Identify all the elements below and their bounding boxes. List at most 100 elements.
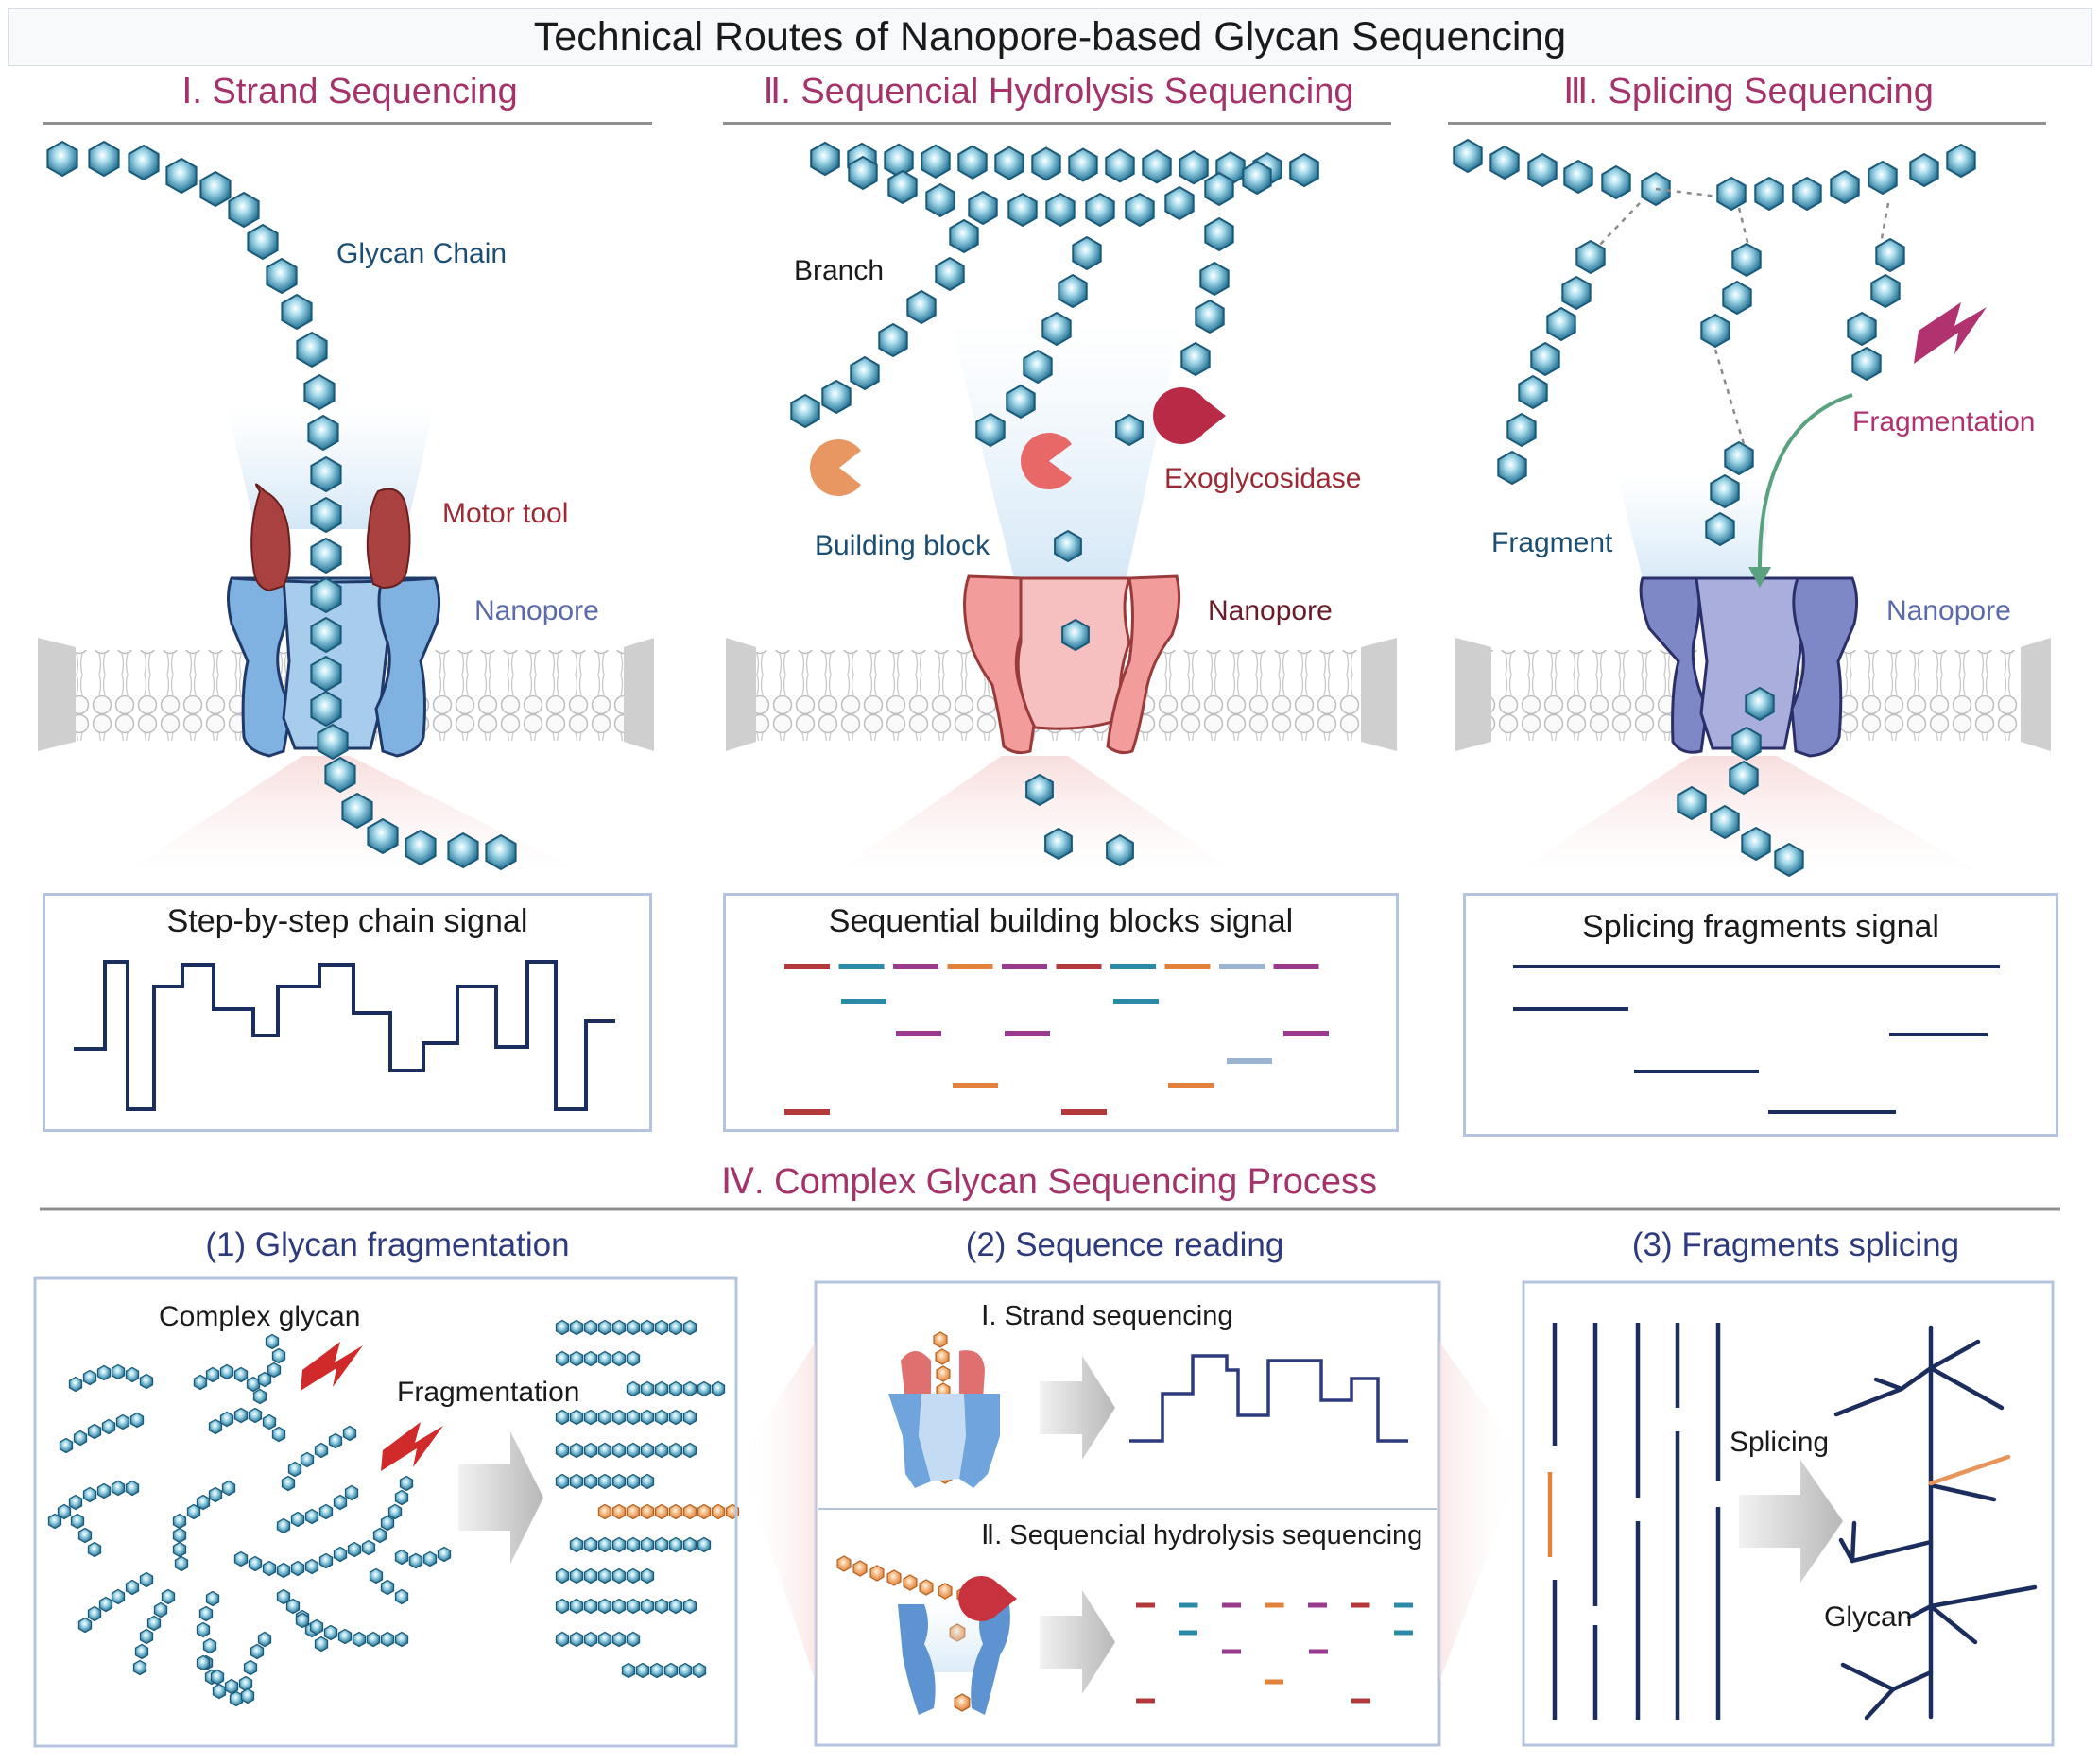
hexagon-sugar-icon [611, 1536, 627, 1553]
hexagon-sugar-icon [1946, 143, 1976, 179]
hexagon-sugar-icon [205, 1590, 220, 1607]
hexagon-sugar-icon [309, 1618, 324, 1636]
hexagon-sugar-icon [276, 1588, 291, 1605]
hexagon-sugar-icon [186, 1503, 201, 1520]
hexagon-sugar-icon [1115, 413, 1144, 447]
hexagon-sugar-icon [1180, 341, 1211, 377]
hexagon-sugar-icon [626, 1567, 641, 1584]
hexagon-sugar-icon [125, 1579, 140, 1596]
hexagon-sugar-icon [281, 1475, 296, 1492]
hexagon-sugar-icon [1868, 160, 1898, 196]
hexagon-sugar-icon [569, 1473, 584, 1490]
hexagon-sugar-icon [569, 1442, 584, 1459]
hexagon-sugar-icon [1045, 192, 1076, 228]
hexagon-sugar-icon [611, 1567, 627, 1584]
hexagon-sugar-icon [96, 1364, 112, 1381]
hexagon-sugar-icon [73, 1430, 88, 1447]
hexagon-sugar-icon [82, 1486, 97, 1503]
section-3-title: Ⅲ. Splicing Sequencing [1563, 72, 1934, 111]
hexagon-sugar-icon [583, 1567, 598, 1584]
hexagon-sugar-icon [87, 1541, 102, 1558]
hexagon-sugar-icon [1741, 826, 1771, 862]
hexagon-sugar-icon [101, 1418, 116, 1435]
hexagon-sugar-icon [1774, 842, 1804, 878]
hexagon-sugar-icon [199, 170, 232, 208]
section-3-rule [1448, 122, 2046, 125]
hexagon-sugar-icon [266, 257, 298, 295]
hexagon-sugar-icon [205, 1366, 220, 1383]
hexagon-sugar-icon [394, 1588, 409, 1605]
glycan-chain-label: Glycan Chain [336, 238, 508, 269]
hexagon-sugar-icon [949, 218, 979, 254]
hexagon-sugar-icon [697, 1536, 712, 1553]
hexagon-sugar-icon [654, 1380, 669, 1397]
hexagon-sugar-icon [850, 355, 880, 391]
hexagon-sugar-icon [1006, 384, 1036, 420]
hexagon-sugar-icon [597, 1598, 612, 1615]
branch-label: Branch [794, 255, 885, 286]
hexagon-sugar-icon [96, 1482, 112, 1499]
nanopore-3 [1639, 576, 1859, 758]
hexagon-sugar-icon [925, 182, 955, 218]
hexagon-sugar-icon [276, 1562, 291, 1579]
hexagon-sugar-icon [303, 373, 336, 411]
hexagon-sugar-icon [125, 1480, 140, 1497]
hexagon-sugar-icon [202, 1637, 217, 1654]
hexagon-sugar-icon [569, 1319, 584, 1336]
hexagon-sugar-icon [848, 155, 878, 191]
hexagon-sugar-icon [47, 1513, 62, 1530]
hexagon-sugar-icon [1530, 341, 1560, 377]
hexagon-sugar-icon [422, 1550, 438, 1567]
hexagon-sugar-icon [1054, 529, 1082, 563]
hexagon-sugar-icon [597, 1473, 612, 1490]
step-1-title: (1) Glycan fragmentation [205, 1226, 570, 1263]
hexagon-sugar-icon [555, 1409, 570, 1426]
nanopore-1 [227, 483, 441, 758]
hexagon-sugar-icon [836, 1555, 852, 1572]
step-2-title: (2) Sequence reading [965, 1226, 1284, 1263]
hexagon-sugar-icon [139, 1628, 154, 1645]
hexagon-sugar-icon [87, 1605, 102, 1622]
hexagon-sugar-icon [597, 1536, 612, 1553]
hexagon-sugar-icon [569, 1567, 584, 1584]
hexagon-sugar-icon [597, 1631, 612, 1648]
hexagon-sugar-icon [968, 190, 998, 226]
signal-box-2: Sequential building blocks signal [723, 893, 1399, 1132]
hexagon-sugar-icon [640, 1380, 655, 1397]
hexagon-sugar-icon [821, 379, 852, 415]
hexagon-sugar-icon [139, 1571, 154, 1588]
lightning-icon [381, 1422, 443, 1471]
hexagon-sugar-icon [333, 1494, 348, 1511]
step-3-title: (3) Fragments splicing [1631, 1226, 1960, 1263]
hexagon-sugar-icon [252, 1388, 267, 1405]
process-arrow-icon [1757, 393, 1853, 573]
hexagon-sugar-icon [369, 1567, 384, 1584]
hexagon-sugar-icon [310, 690, 342, 728]
hexagon-sugar-icon [640, 1567, 655, 1584]
hexagon-sugar-icon [196, 1621, 211, 1638]
hexagon-sugar-icon [172, 1541, 187, 1558]
hexagon-sugar-icon [437, 1546, 452, 1563]
hexagon-sugar-icon [611, 1473, 627, 1490]
hexagon-sugar-icon [318, 1503, 334, 1520]
hexagon-sugar-icon [957, 145, 988, 180]
hexagon-sugar-icon [310, 496, 342, 534]
hexagon-sugar-icon [111, 1588, 126, 1605]
hexagon-sugar-icon [447, 831, 479, 869]
hexagon-sugar-icon [935, 1348, 950, 1365]
hexagon-sugar-icon [626, 1442, 641, 1459]
glycan-label: Glycan [1824, 1601, 1913, 1633]
hexagon-sugar-icon [1058, 273, 1088, 309]
hexagon-sugar-icon [246, 1376, 261, 1393]
hexagon-sugar-icon [146, 1615, 162, 1632]
hexagon-sugar-icon [111, 1480, 126, 1497]
section-2-rule [723, 122, 1391, 125]
hexagon-sugar-icon [367, 817, 399, 855]
hexagon-sugar-icon [597, 1442, 612, 1459]
hexagon-sugar-icon [174, 1555, 189, 1572]
hexagon-sugar-icon [1705, 511, 1735, 547]
hexagon-sugar-icon [296, 331, 328, 368]
hexagon-sugar-icon [77, 1617, 93, 1634]
